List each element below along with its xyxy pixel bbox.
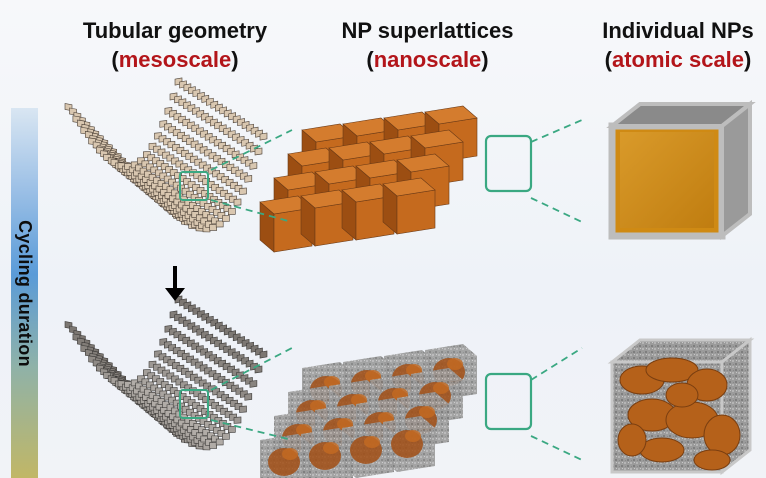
np-cube-face <box>384 350 436 368</box>
np-cube-face <box>315 404 367 422</box>
np-cube-face <box>274 410 326 428</box>
np-core <box>419 406 435 418</box>
np-cube-face <box>356 398 408 416</box>
tube-tile <box>233 416 242 424</box>
tube-tile <box>249 380 258 388</box>
tube-tile <box>244 393 253 401</box>
np-cube-face <box>288 386 340 404</box>
tube-tile <box>239 187 247 195</box>
zoom-box-tube <box>179 389 209 419</box>
tube-tile <box>228 425 236 433</box>
np-superlattice-cycled <box>260 344 533 478</box>
np-core <box>620 132 714 228</box>
np-cube-face <box>370 374 422 392</box>
zoom-connector-line <box>530 119 583 143</box>
tube-tile <box>222 215 230 222</box>
zoom-connector-line <box>210 347 293 391</box>
np-core <box>447 358 463 370</box>
zoom-connector-line <box>530 435 583 461</box>
np-cube-face <box>397 392 449 410</box>
np-cube-face <box>343 356 395 374</box>
np-cube-face <box>410 129 464 149</box>
np-cube-face <box>425 344 477 362</box>
down-arrow <box>165 266 185 301</box>
np-residue <box>703 414 741 456</box>
header-scale-line: (nanoscale) <box>366 47 489 72</box>
np-residue <box>617 423 647 457</box>
np-core <box>433 382 449 394</box>
np-cube-face <box>329 380 381 398</box>
np-cube-face <box>424 105 478 125</box>
tube-mesoscale-cycled <box>64 295 268 451</box>
header-individual-nps: Individual NPs (atomic scale) <box>590 16 766 74</box>
np-shell-face <box>720 99 752 241</box>
np-core <box>282 448 298 460</box>
header-scale-line: (atomic scale) <box>604 47 752 72</box>
np-cube-face <box>342 428 356 478</box>
np-cube-face <box>301 434 315 478</box>
tube-tile <box>254 147 263 156</box>
header-title: NP superlattices <box>341 18 514 43</box>
zoom-connector-line <box>210 129 293 171</box>
zoom-connector-line <box>530 197 583 223</box>
tube-tile <box>249 162 258 170</box>
zoom-connector-line <box>210 419 293 441</box>
tube-tile <box>209 224 217 231</box>
header-scale: mesoscale <box>118 47 232 72</box>
tube-tile <box>254 365 263 374</box>
np-residue <box>665 382 699 408</box>
tube-tile <box>222 433 230 440</box>
np-cube-face <box>396 153 450 173</box>
np-cube-face <box>411 368 463 386</box>
tube-tile <box>244 175 253 183</box>
header-scale-line: (mesoscale) <box>111 47 239 72</box>
header-np-superlattices: NP superlattices (nanoscale) <box>320 16 535 74</box>
np-cube-face <box>396 189 436 235</box>
np-core <box>405 430 421 442</box>
np-cube-face <box>302 362 354 380</box>
individual-np-initial <box>606 99 756 241</box>
cycling-duration-bar <box>11 108 38 478</box>
zoom-box-lattice <box>484 372 533 431</box>
zoom-connector-line <box>210 199 293 223</box>
np-cube-face <box>301 428 353 446</box>
header-tubular-geometry: Tubular geometry (mesoscale) <box>60 16 290 74</box>
tube-tile <box>239 405 247 413</box>
header-title: Individual NPs <box>602 18 754 43</box>
tube-tile <box>259 132 268 141</box>
tube-mesoscale-initial <box>64 77 268 233</box>
np-cube-face <box>342 422 394 440</box>
tube-tile <box>215 220 224 228</box>
zoom-connector-line <box>530 347 583 381</box>
np-residue <box>645 357 699 383</box>
np-cube-face <box>260 434 312 452</box>
header-title: Tubular geometry <box>82 18 268 43</box>
np-core <box>323 442 339 454</box>
np-core <box>364 436 380 448</box>
tube-tile <box>215 438 224 446</box>
np-cube-face <box>383 416 435 434</box>
tube-tile <box>228 207 236 215</box>
np-cube-face <box>382 177 436 197</box>
individual-np-cycled <box>607 336 755 476</box>
header-scale: nanoscale <box>373 47 482 72</box>
np-superlattice-initial <box>259 105 533 253</box>
np-residue <box>693 449 731 471</box>
zoom-connectors <box>210 119 583 461</box>
tube-tile <box>233 198 242 206</box>
np-residue <box>639 437 685 463</box>
zoom-box-tube <box>179 171 209 201</box>
zoom-box-lattice <box>484 134 533 193</box>
header-scale: atomic scale <box>611 47 745 72</box>
tube-tile <box>259 350 268 359</box>
np-cube-face <box>383 422 397 472</box>
tube-tile <box>209 442 217 449</box>
